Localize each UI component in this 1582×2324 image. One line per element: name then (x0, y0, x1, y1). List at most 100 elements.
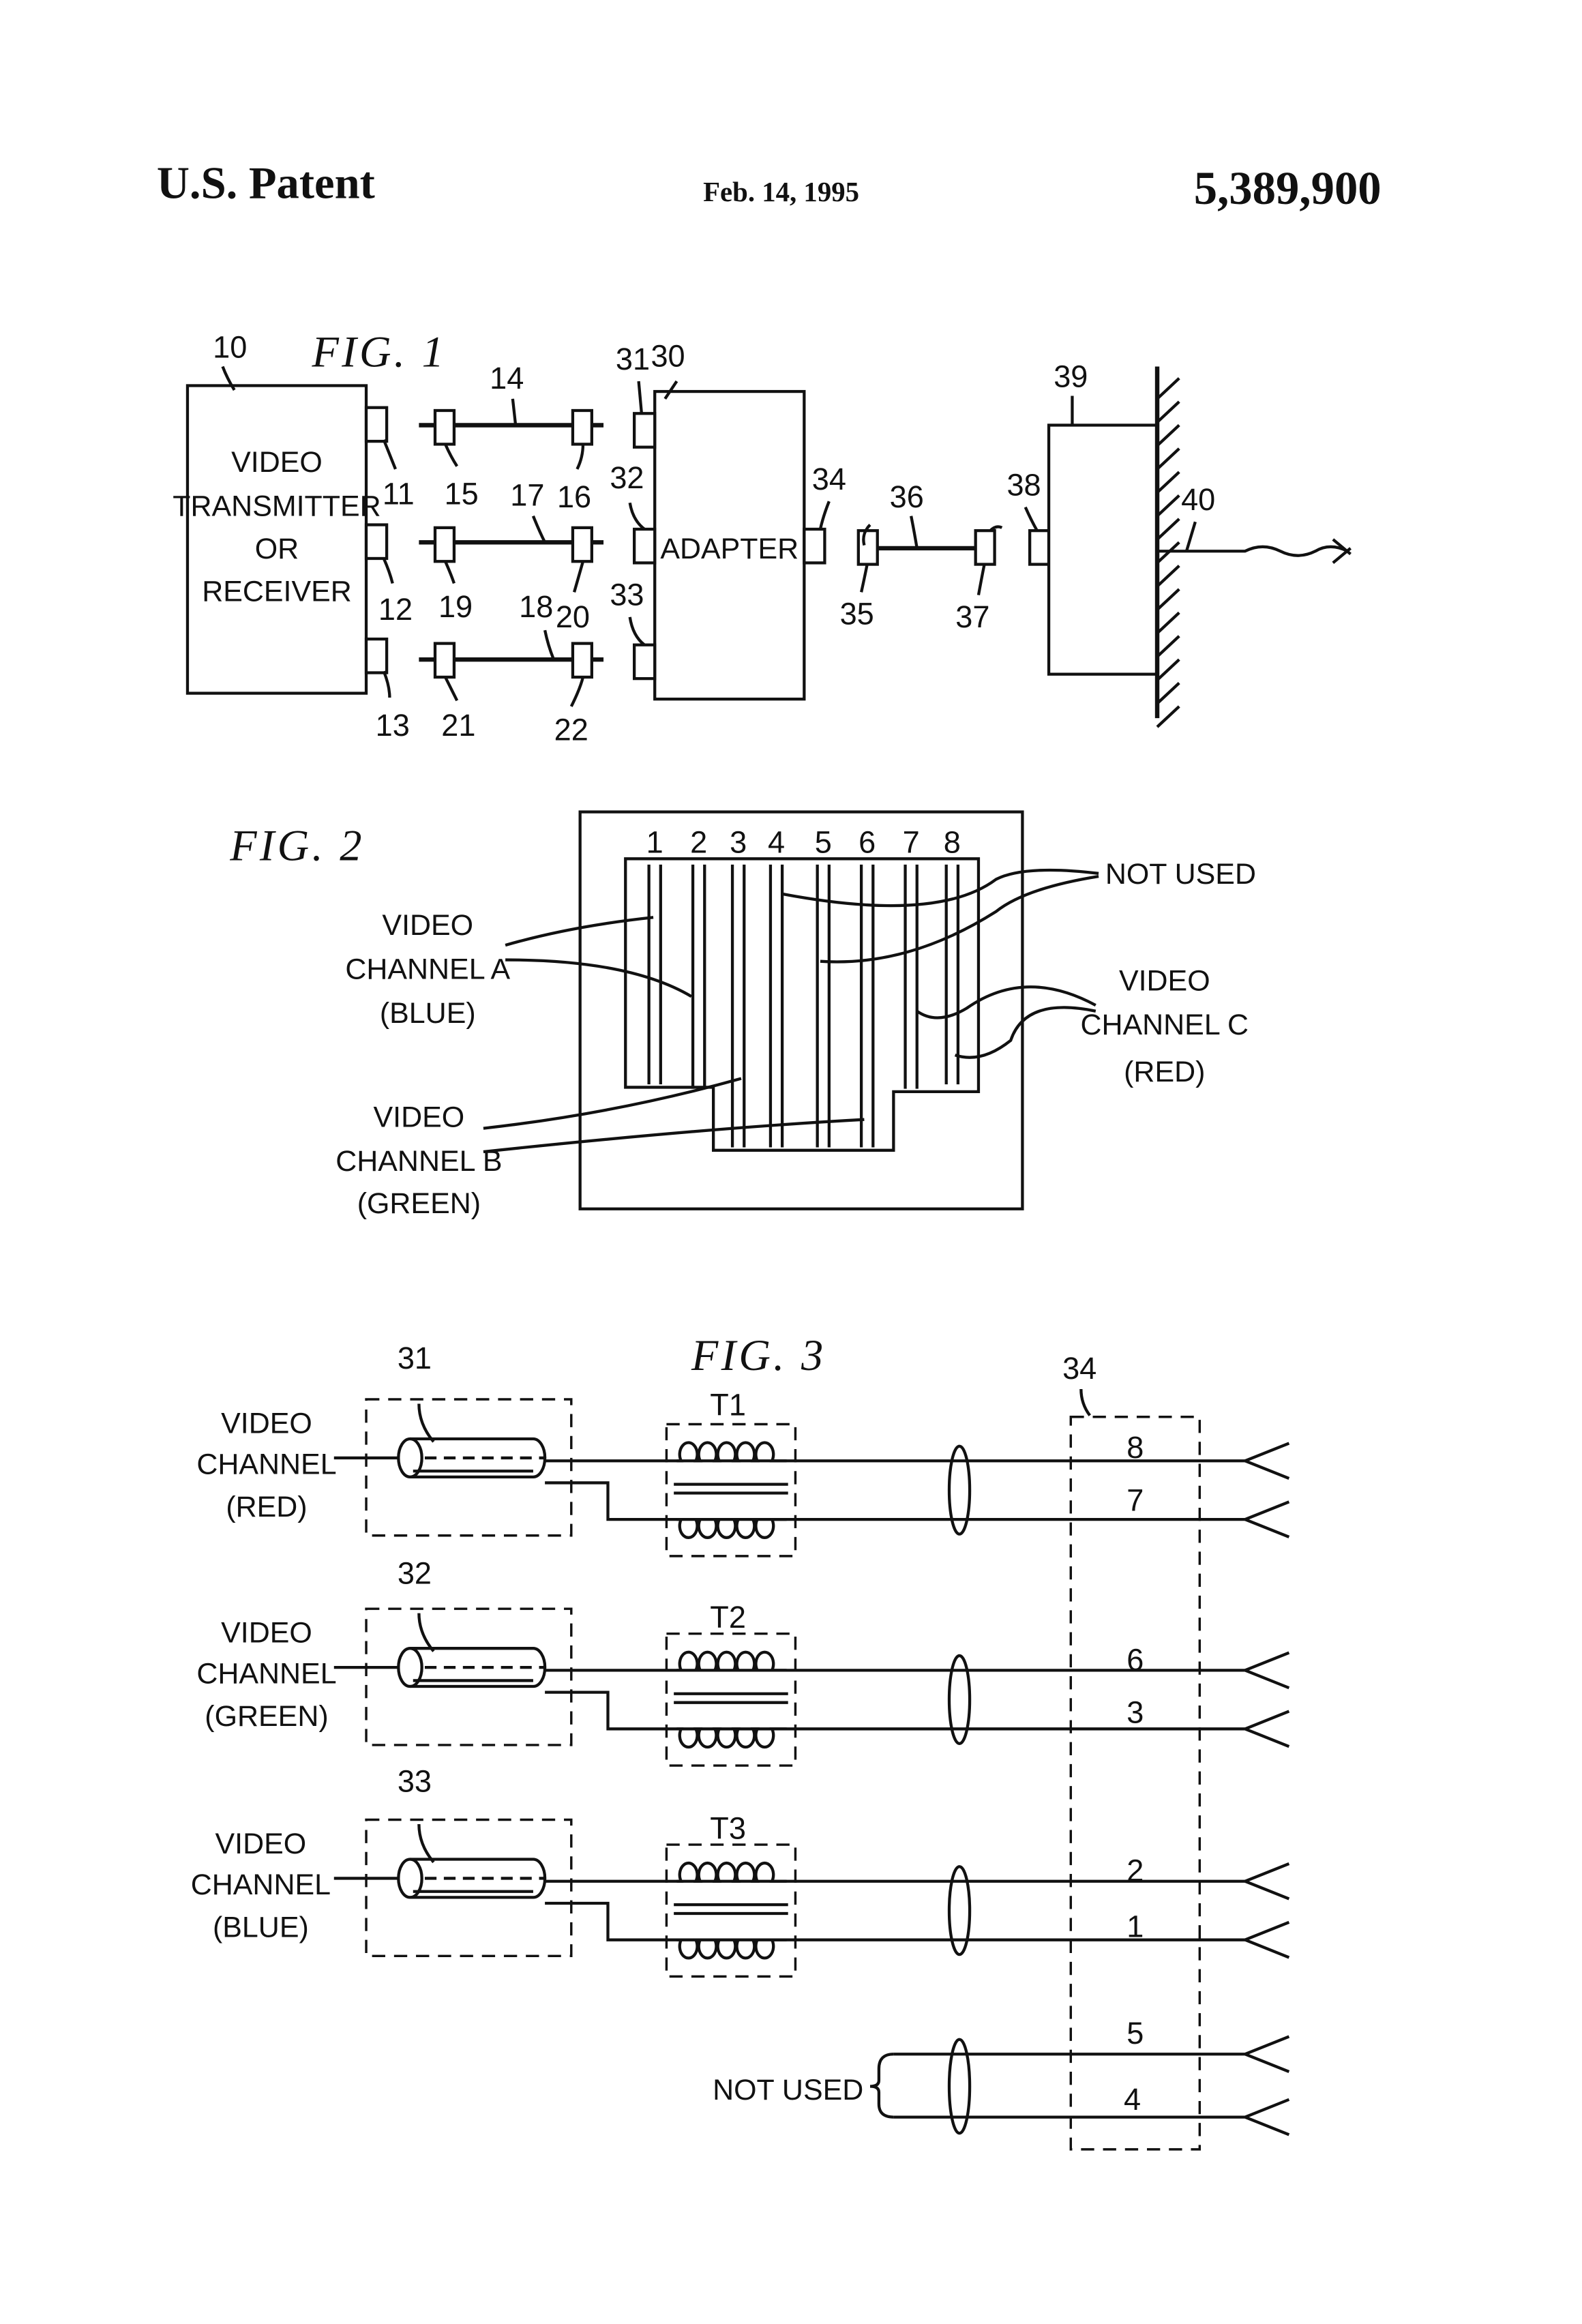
svg-text:VIDEO: VIDEO (374, 1101, 465, 1133)
svg-text:3: 3 (1126, 1695, 1144, 1730)
svg-text:VIDEO: VIDEO (382, 909, 473, 942)
svg-text:32: 32 (610, 460, 644, 495)
svg-text:22: 22 (554, 712, 588, 747)
pin-number: 8 (944, 825, 961, 860)
header-label: U.S. Patent (157, 159, 375, 209)
hatch-line (1157, 402, 1179, 422)
figure-1: FIG. 1 VIDEO TRANSMITTER OR RECEIVER ADA… (173, 328, 1350, 747)
svg-text:(BLUE): (BLUE) (380, 997, 476, 1030)
circuit-part (366, 1399, 571, 1536)
wall-outlet-box (1049, 425, 1157, 674)
plug (976, 531, 995, 564)
hatch-line (1157, 472, 1179, 492)
circuit-part (1245, 1864, 1289, 1957)
hatch-line (1157, 659, 1179, 680)
svg-text:21: 21 (441, 708, 475, 743)
fig3-title: FIG. 3 (691, 1331, 826, 1380)
pin-number: 2 (690, 825, 707, 860)
svg-text:VIDEO: VIDEO (221, 1617, 312, 1650)
pin-number: 3 (730, 825, 747, 860)
hatch-line (1157, 706, 1179, 727)
port (634, 413, 655, 447)
circuit-part (676, 1729, 786, 1747)
channel-row: VIDEO CHANNEL (BLUE) 33 T3 2 1 (191, 1764, 1289, 1977)
svg-text:CHANNEL C: CHANNEL C (1080, 1009, 1249, 1041)
pin-number: 7 (903, 825, 920, 860)
port (366, 525, 387, 558)
hatch-line (1157, 449, 1179, 469)
circuit-part (676, 1519, 786, 1538)
svg-text:CHANNEL B: CHANNEL B (335, 1145, 502, 1178)
svg-text:7: 7 (1126, 1483, 1144, 1517)
fig2-title: FIG. 2 (229, 821, 365, 869)
svg-text:(GREEN): (GREEN) (205, 1700, 328, 1733)
hatch-line (1157, 589, 1179, 610)
fig1-title: FIG. 1 (312, 328, 447, 376)
device-label-line: VIDEO (231, 446, 323, 479)
svg-text:VIDEO: VIDEO (221, 1407, 312, 1440)
channel-row: VIDEO CHANNEL (GREEN) 32 T2 6 3 (196, 1556, 1289, 1766)
svg-text:(RED): (RED) (226, 1491, 307, 1523)
port (1030, 531, 1049, 564)
svg-text:4: 4 (1124, 2082, 1141, 2117)
device-label-line: TRANSMITTER (173, 490, 380, 523)
circuit-part (366, 1820, 571, 1956)
adapter-label: ADAPTER (660, 533, 799, 565)
svg-text:VIDEO: VIDEO (1119, 965, 1210, 998)
channel-a-label: VIDEO CHANNEL A (BLUE) (345, 909, 510, 1030)
channel-c-label: VIDEO CHANNEL C (RED) (1080, 965, 1249, 1088)
svg-text:10: 10 (213, 330, 247, 365)
port (366, 639, 387, 672)
device-label-line: OR (255, 533, 299, 565)
circuit-part (1245, 1443, 1289, 1536)
svg-text:CHANNEL: CHANNEL (196, 1448, 336, 1481)
circuit-part (1245, 1653, 1289, 1746)
svg-text:T3: T3 (710, 1811, 746, 1845)
svg-text:20: 20 (556, 599, 590, 634)
figure-3: FIG. 3 34 VIDEO CHANNEL (RED) 31 T1 8 7 … (191, 1331, 1289, 2149)
svg-text:14: 14 (490, 361, 524, 396)
figure-2: FIG. 2 1 2 3 4 5 6 7 8 VIDEO CHANNEL A (… (229, 812, 1256, 1221)
svg-text:16: 16 (557, 479, 591, 514)
svg-text:13: 13 (376, 708, 410, 743)
pin-number: 6 (859, 825, 876, 860)
svg-text:T1: T1 (710, 1388, 746, 1422)
svg-text:CHANNEL: CHANNEL (196, 1658, 336, 1690)
svg-text:(RED): (RED) (1124, 1056, 1205, 1088)
hatch-line (1157, 566, 1179, 586)
ref-34: 34 (1062, 1351, 1096, 1386)
device-label-line: RECEIVER (202, 575, 352, 608)
svg-text:36: 36 (890, 479, 924, 514)
svg-text:33: 33 (398, 1764, 432, 1799)
svg-text:17: 17 (510, 478, 544, 513)
svg-text:NOT USED: NOT USED (713, 2074, 863, 2106)
pin-number: 5 (815, 825, 832, 860)
header-date: Feb. 14, 1995 (703, 177, 859, 207)
svg-text:37: 37 (955, 599, 989, 634)
circuit-part (419, 1824, 433, 1862)
svg-text:CHANNEL A: CHANNEL A (345, 953, 510, 985)
port (634, 645, 655, 679)
circuit-part (366, 1609, 571, 1745)
port (366, 408, 387, 441)
svg-text:30: 30 (651, 339, 685, 374)
not-used-pair: NOT USED 5 4 (713, 2016, 1289, 2134)
svg-text:19: 19 (438, 589, 473, 624)
hatch-line (1157, 496, 1179, 516)
svg-text:33: 33 (610, 578, 644, 612)
svg-text:40: 40 (1181, 482, 1215, 517)
svg-text:2: 2 (1126, 1853, 1144, 1888)
svg-text:39: 39 (1054, 359, 1088, 394)
svg-text:15: 15 (445, 476, 479, 511)
svg-text:6: 6 (1126, 1642, 1144, 1677)
svg-text:38: 38 (1006, 468, 1041, 503)
channel-b-label: VIDEO CHANNEL B (GREEN) (335, 1101, 502, 1220)
hatch-line (1157, 683, 1179, 704)
hatch-line (1157, 519, 1179, 539)
svg-text:35: 35 (840, 597, 874, 631)
svg-text:12: 12 (378, 592, 413, 627)
svg-text:31: 31 (398, 1341, 432, 1375)
circuit-part (676, 1940, 786, 1958)
circuit-part (676, 1443, 786, 1461)
